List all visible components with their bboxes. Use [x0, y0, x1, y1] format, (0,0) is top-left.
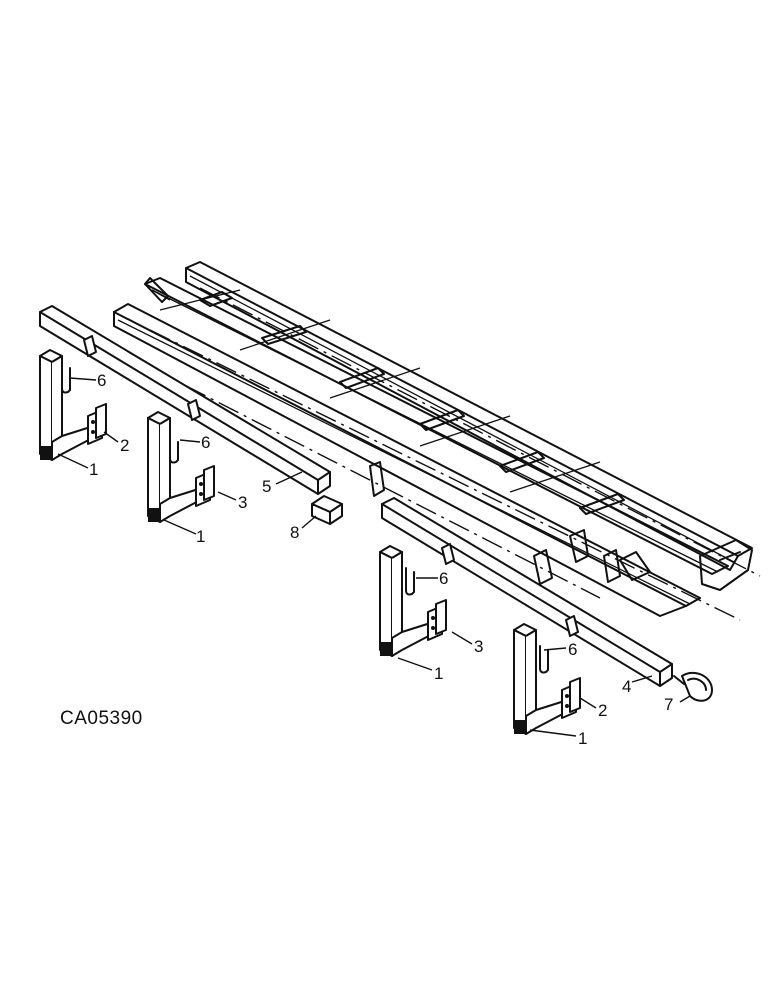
callout-1: 1 [196, 527, 205, 546]
tube-rail-4 [381, 497, 673, 687]
callout-4: 4 [622, 677, 631, 696]
callout-5: 5 [262, 477, 271, 496]
callout-1: 1 [578, 729, 587, 748]
callout-8: 8 [290, 523, 299, 542]
hitch-pin-7 [673, 671, 713, 702]
stand-assembly-3 [379, 545, 447, 657]
callout-6: 6 [97, 371, 106, 390]
callout-2: 2 [598, 701, 607, 720]
callout-2: 2 [120, 436, 129, 455]
tube-rail-5 [39, 305, 331, 495]
stand-assembly-1 [39, 349, 107, 461]
center-lines [119, 287, 761, 621]
callout-leaders [57, 377, 691, 737]
callout-6: 6 [201, 433, 210, 452]
callout-1: 1 [89, 460, 98, 479]
callout-6: 6 [439, 569, 448, 588]
callout-7: 7 [664, 695, 673, 714]
callout-3: 3 [238, 493, 247, 512]
callout-3: 3 [474, 637, 483, 656]
callout-labels: 1 6 2 1 6 3 5 8 6 3 1 6 2 1 4 7 [89, 371, 673, 748]
callout-1: 1 [434, 664, 443, 683]
stand-assembly-2 [147, 411, 215, 523]
drawing-code: CA05390 [60, 708, 143, 729]
callout-6: 6 [568, 640, 577, 659]
stand-assembly-4 [513, 623, 581, 735]
spacer-block-8 [311, 495, 343, 525]
